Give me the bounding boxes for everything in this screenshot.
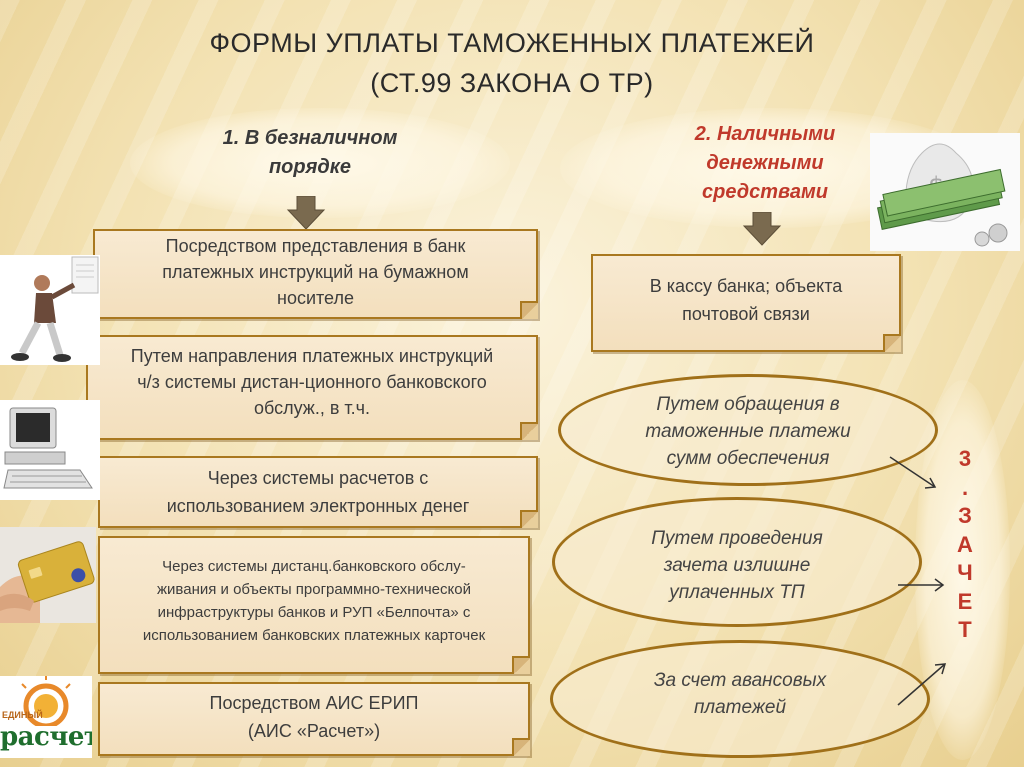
down-arrow-icon-right [742, 212, 782, 246]
cash-heading: 2. Наличными денежными средствами [694, 123, 836, 203]
logo-text: расчет [0, 722, 92, 752]
offset-ellipse-security: Путем обращения в таможенные платежи сум… [558, 374, 938, 486]
box-fold [520, 510, 538, 528]
method-box-erip: Посредством АИС ЕРИП (АИС «Расчет») [98, 682, 530, 756]
box-fold [520, 422, 538, 440]
cash-box-bank-post: В кассу банка; объекта почтовой связи [591, 254, 901, 352]
heading-glow-left [130, 108, 510, 218]
money-image: $ [870, 133, 1020, 251]
box-fold [883, 334, 901, 352]
slide-subtitle: (СТ.99 ЗАКОНА О ТР) [370, 68, 654, 98]
offset-ellipse-overpaid: Путем проведения зачета излишне уплаченн… [552, 497, 922, 627]
logo-ring-text: ЕДИНЫЙ [2, 710, 43, 720]
down-arrow-icon-left [286, 196, 326, 230]
method-box-paper: Посредством представления в банк платежн… [93, 229, 538, 319]
method-box-remote-banking: Путем направления платежных инструкций ч… [86, 335, 538, 440]
box-fold [512, 738, 530, 756]
method-box-bank-cards: Через системы дистанц.банковского обслу-… [98, 536, 530, 674]
slide-title: ФОРМЫ УПЛАТЫ ТАМОЖЕННЫХ ПЛАТЕЖЕЙ [209, 28, 815, 58]
bank-card-hand-image [0, 527, 96, 623]
computer-image [0, 400, 100, 500]
cashless-heading: 1. В безналичном порядке [222, 127, 398, 178]
raschet-logo: ЕДИНЫЙ расчет [0, 676, 92, 758]
offset-ellipse-advance: За счет авансовых платежей [550, 640, 930, 758]
zachet-vertical-label: 3 . З А Ч Е Т [957, 446, 973, 642]
box-fold [512, 656, 530, 674]
method-box-electronic-money: Через системы расчетов с использованием … [98, 456, 538, 528]
box-fold [520, 301, 538, 319]
running-man-image [0, 255, 100, 365]
